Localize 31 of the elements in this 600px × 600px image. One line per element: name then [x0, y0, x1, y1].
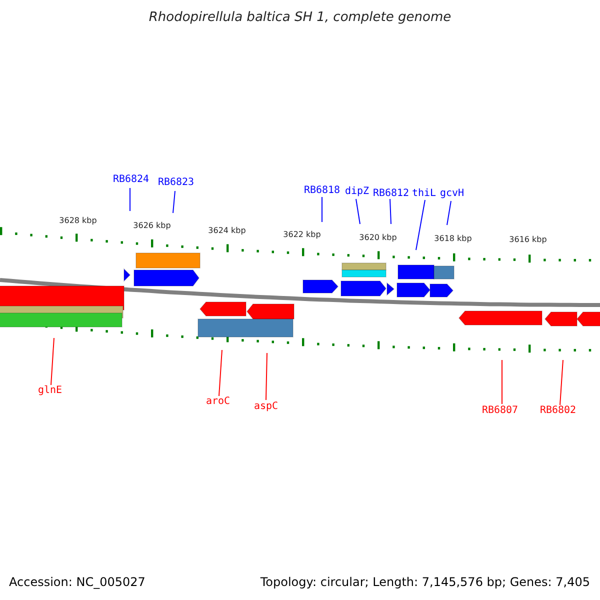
- gene-label: aspC: [254, 402, 278, 412]
- gene-label: RB6824: [112, 175, 150, 185]
- scale-label: 3620 kbp: [359, 234, 397, 242]
- scale-label: 3616 kbp: [509, 236, 547, 244]
- gene-label: RB6802: [540, 406, 576, 416]
- gene-label: RB6807: [482, 406, 518, 416]
- gene-label: gcvH: [440, 189, 464, 199]
- leader-line: [356, 198, 360, 224]
- leader-line: [560, 360, 564, 406]
- accession-text: Accession: NC_005027: [9, 576, 146, 588]
- leader-line: [218, 350, 222, 396]
- scale-label: 3622 kbp: [283, 231, 321, 239]
- scale-label: 3628 kbp: [59, 217, 97, 225]
- gene-label: thiL: [412, 189, 436, 199]
- scale-label: 3624 kbp: [208, 227, 246, 235]
- genome-summary-text: Topology: circular; Length: 7,145,576 bp; Genes: 7,405: [260, 576, 590, 588]
- scale-label: 3626 kbp: [133, 222, 171, 230]
- leader-line: [172, 190, 176, 214]
- gene-label: glnE: [38, 386, 62, 396]
- gene-label: RB6818: [304, 186, 340, 196]
- leader-line: [390, 198, 392, 224]
- gene-label: dipZ: [344, 187, 370, 197]
- leader-line: [416, 200, 426, 250]
- diagram-title: Rhodopirellula baltica SH 1, complete genome: [148, 11, 452, 24]
- gene-label: RB6812: [372, 189, 410, 199]
- leader-line: [446, 200, 452, 226]
- gene-label: aroC: [206, 397, 230, 407]
- leader-line: [50, 338, 54, 386]
- gene-label: RB6823: [158, 178, 194, 188]
- scale-label: 3618 kbp: [434, 235, 472, 243]
- leader-line: [266, 352, 268, 400]
